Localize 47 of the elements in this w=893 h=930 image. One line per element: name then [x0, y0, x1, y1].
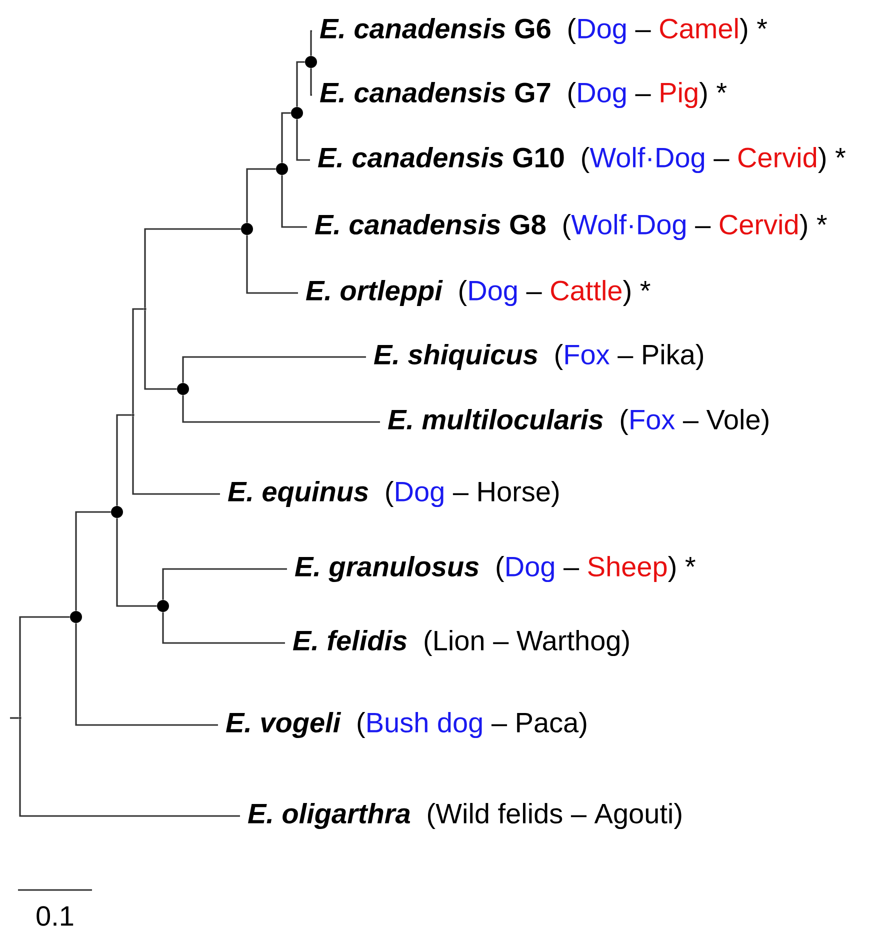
- tree-branch: [116, 414, 132, 506]
- taxon-label: E. multilocularis (Fox – Vole): [388, 408, 768, 436]
- tree-branch: [310, 68, 312, 96]
- tree-branch: [75, 511, 111, 611]
- taxon-label: E. vogeli (Bush dog – Paca): [226, 712, 586, 738]
- tree-branch: [132, 308, 144, 414]
- taxon-label: E. felidis (Lion – Warthog): [292, 630, 629, 656]
- tree-branch: [75, 623, 218, 726]
- tree-branch: [310, 30, 312, 56]
- tree-branch: [116, 518, 157, 607]
- tree-branch: [132, 416, 220, 495]
- tree-branch: [296, 61, 305, 107]
- node-dot: [70, 611, 82, 623]
- tree-branch: [246, 235, 298, 294]
- node-dot: [241, 223, 253, 235]
- taxon-label: E. canadensis G6 (Dog – Camel) *: [320, 18, 768, 44]
- scale-label: 0.1: [36, 906, 74, 926]
- taxon-label: E. canadensis G10 (Wolf·Dog – Cervid) *: [318, 146, 846, 174]
- tree-branch: [182, 356, 366, 383]
- node-dot: [305, 56, 317, 68]
- taxon-label: E. oligarthra (Wild felids – Agouti): [248, 802, 682, 830]
- taxon-label: E. canadensis G7 (Dog – Pig) *: [320, 82, 727, 108]
- taxon-label: E. equinus (Dog – Horse): [228, 480, 559, 508]
- branch-junction: [132, 414, 134, 416]
- taxon-label: E. granulosus (Dog – Sheep) *: [294, 556, 696, 582]
- node-dot: [157, 600, 169, 612]
- tree-branch: [19, 719, 240, 817]
- node-dot: [177, 383, 189, 395]
- tree-branch: [144, 310, 177, 390]
- tree-branch: [296, 119, 310, 161]
- tree-branch: [182, 395, 380, 423]
- tree-branch: [281, 175, 307, 228]
- taxon-label: E. shiquicus (Fox – Pika): [374, 344, 703, 370]
- branch-junction: [144, 308, 146, 310]
- tree-branch: [162, 612, 285, 644]
- tree-branch: [246, 168, 276, 223]
- root-stub: [10, 717, 19, 719]
- node-dot: [276, 163, 288, 175]
- tree-branch: [162, 568, 287, 600]
- taxon-label: E. canadensis G8 (Wolf·Dog – Cervid) *: [314, 214, 827, 240]
- taxon-label: E. ortleppi (Dog – Cattle) *: [306, 280, 650, 306]
- tree-branch: [281, 112, 291, 163]
- branch-junction: [18, 716, 22, 720]
- node-dot: [291, 107, 303, 119]
- tree-branch: [19, 616, 70, 717]
- node-dot: [111, 506, 123, 518]
- tree-branch: [144, 228, 241, 308]
